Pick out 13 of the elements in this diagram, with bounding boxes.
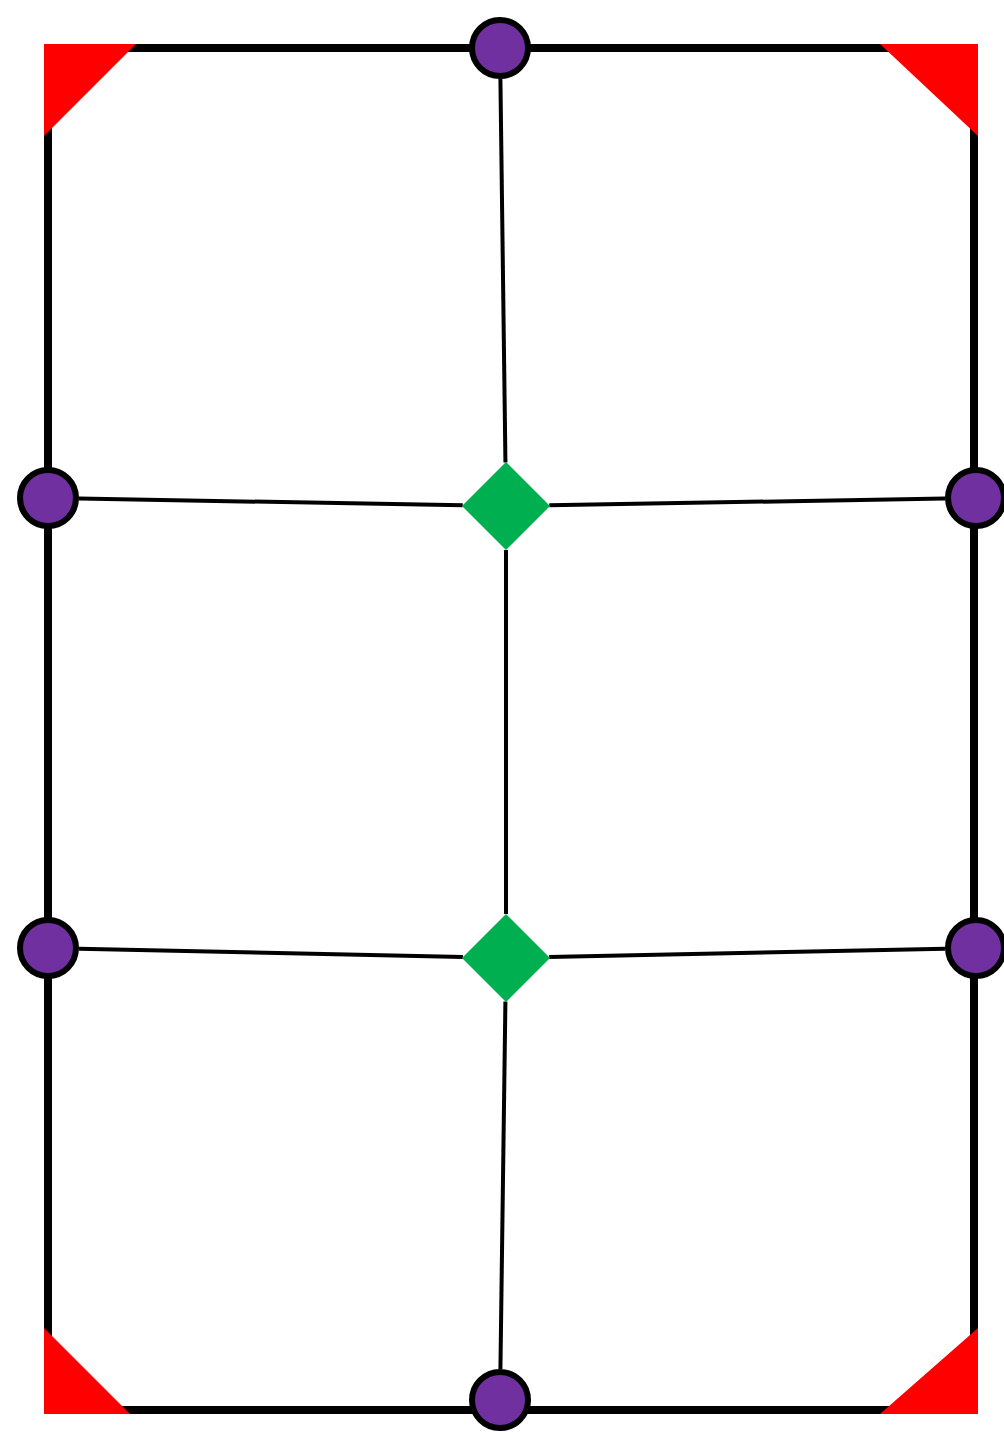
connector-line — [498, 78, 508, 463]
connector-line — [504, 550, 508, 914]
junction-circle — [17, 467, 79, 529]
junction-circle — [469, 17, 531, 79]
junction-diamond — [462, 462, 550, 550]
junction-diamond — [462, 914, 550, 1002]
junction-circle — [469, 1369, 531, 1431]
connector-line — [549, 496, 946, 508]
connector-line — [78, 496, 463, 508]
connector-line — [549, 946, 946, 960]
connector-line — [498, 1001, 508, 1370]
connector-line — [78, 946, 463, 960]
junction-circle — [17, 917, 79, 979]
